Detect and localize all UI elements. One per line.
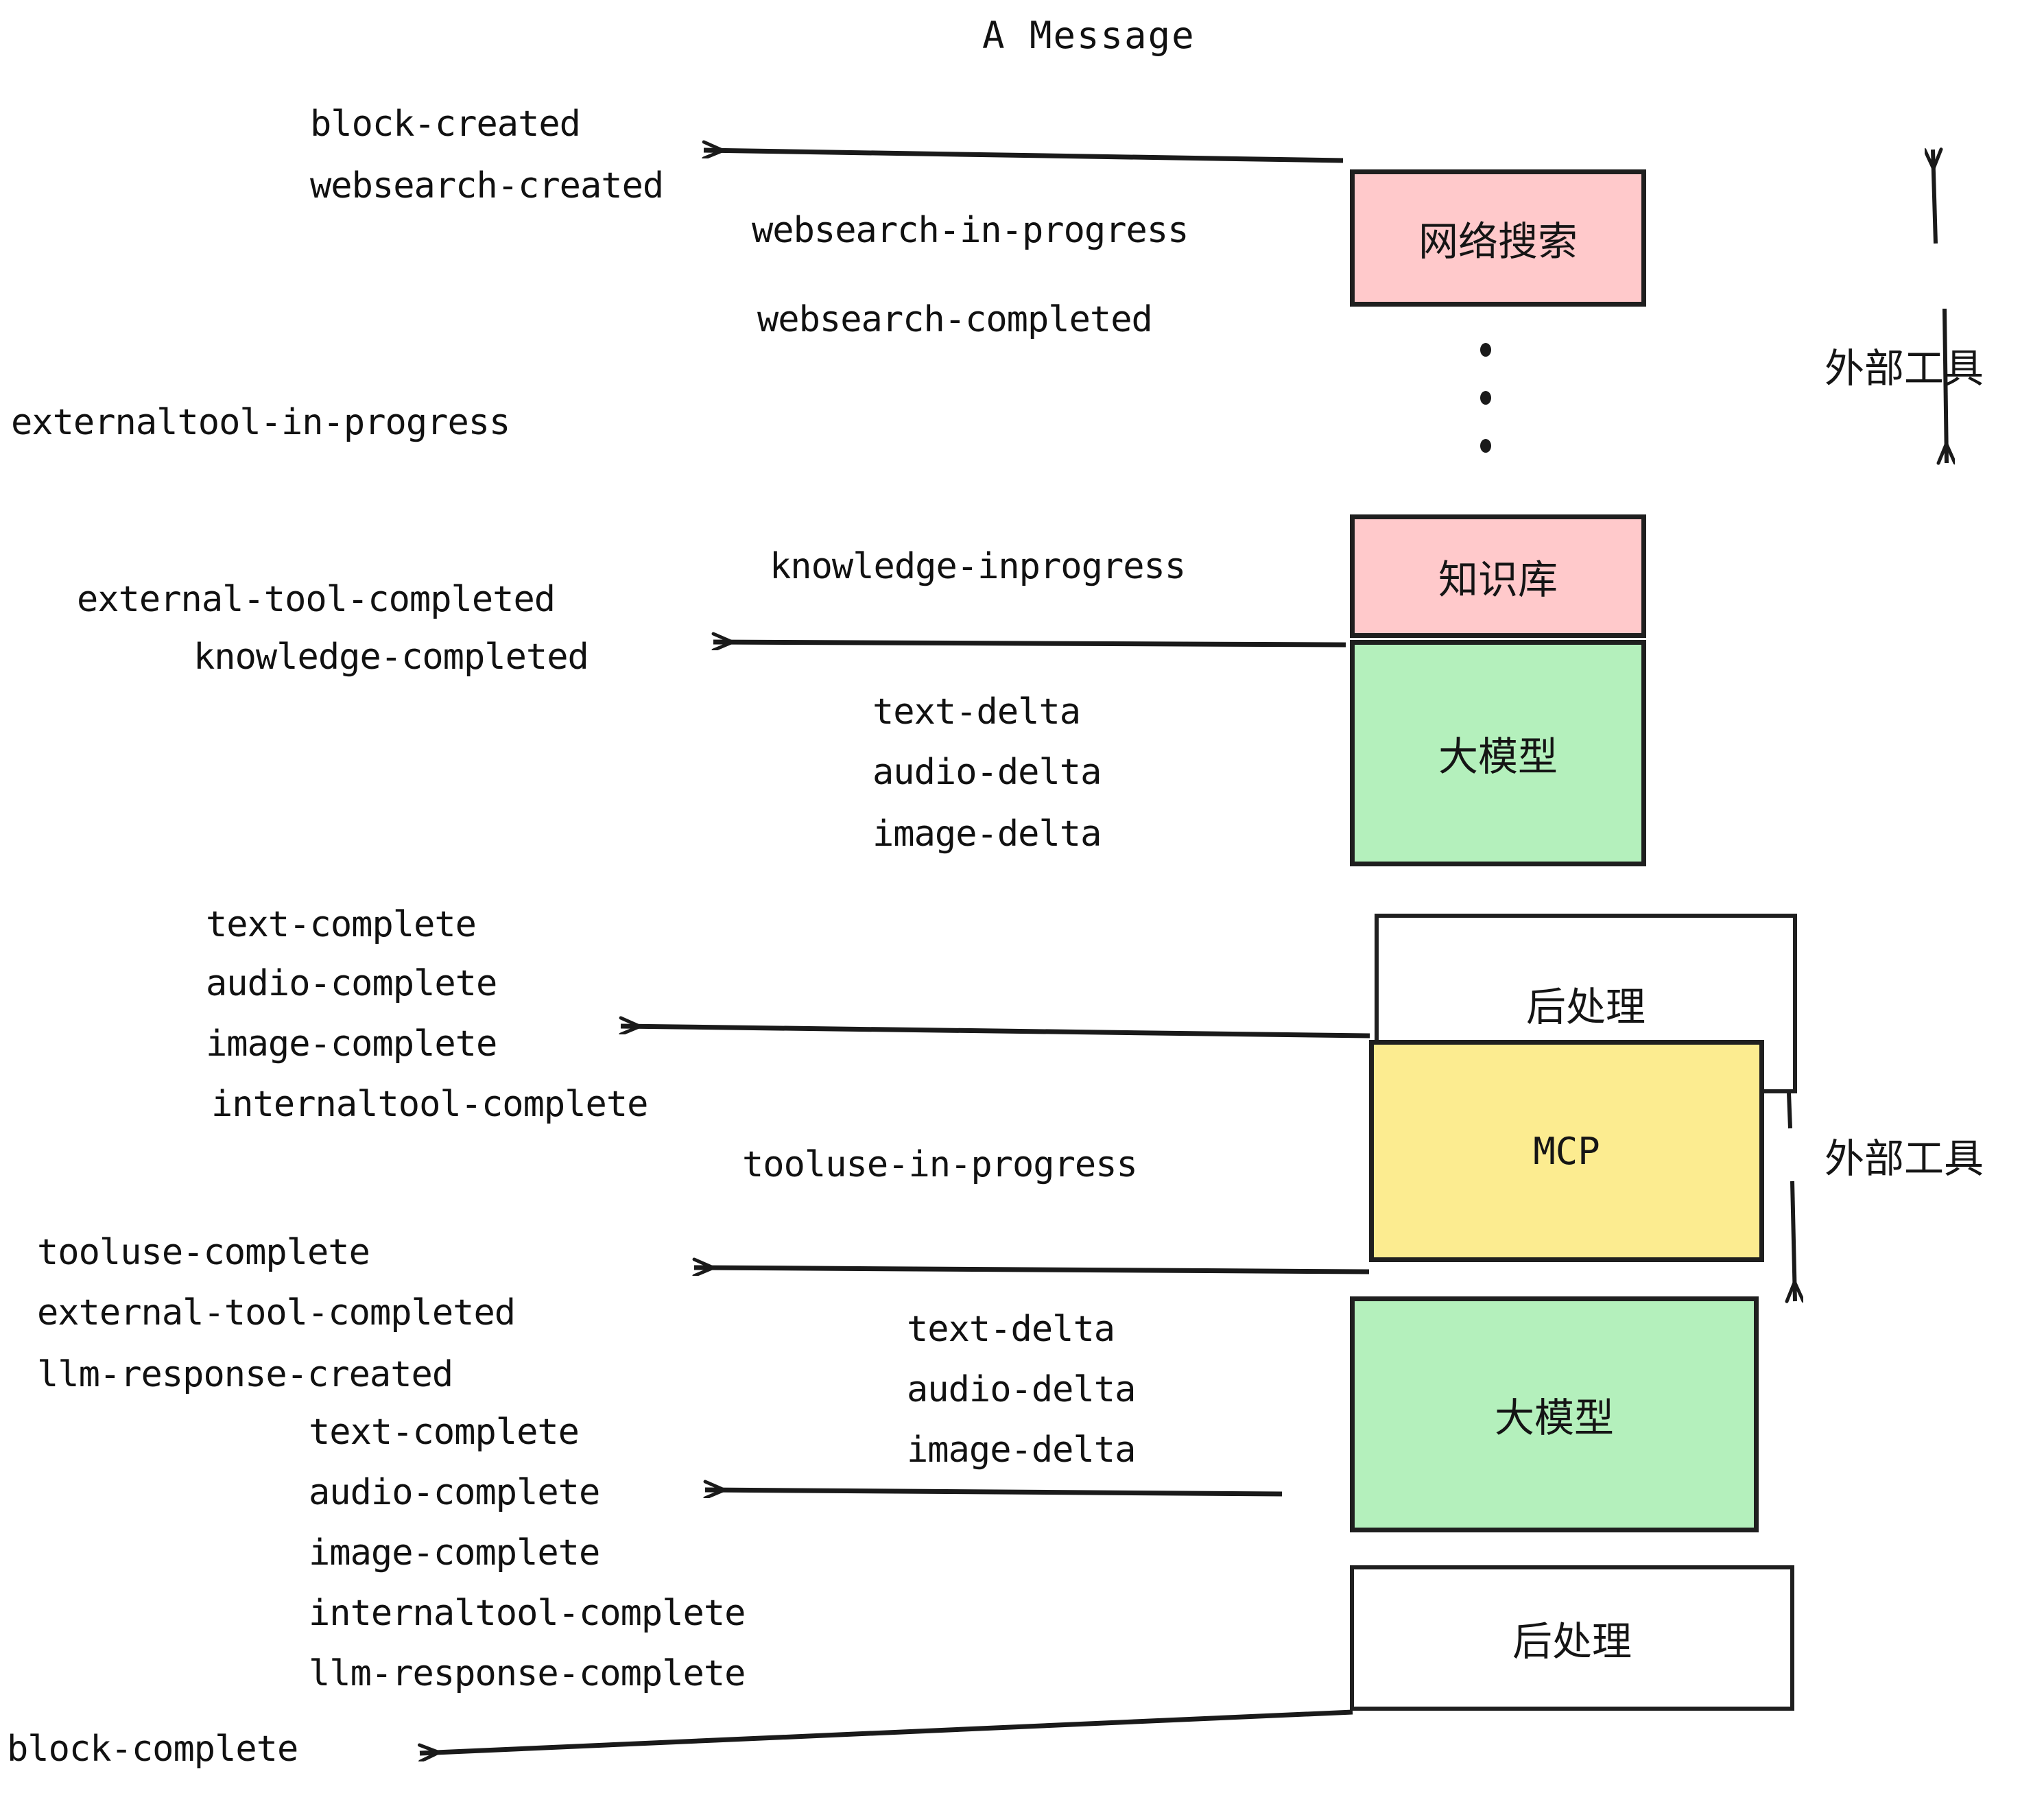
box-postprocess-1-label: 后处理 xyxy=(1525,984,1645,1030)
event-internaltool-complete-2: internaltool-complete xyxy=(309,1593,746,1634)
arrow-websearch-created xyxy=(704,150,1344,163)
event-audio-complete-2: audio-complete xyxy=(309,1472,600,1513)
event-audio-delta-1: audio-delta xyxy=(872,752,1102,793)
arrow-external-tool-bottom-down xyxy=(1792,1180,1795,1301)
box-websearch-label: 网络搜索 xyxy=(1418,218,1578,265)
event-external-tool-completed-2: external-tool-completed xyxy=(37,1292,516,1333)
event-audio-complete-1: audio-complete xyxy=(206,963,497,1004)
event-image-delta-2: image-delta xyxy=(907,1429,1136,1471)
box-postprocess-2-label: 后处理 xyxy=(1512,1618,1632,1665)
box-llm-2[interactable]: 大模型 xyxy=(1350,1296,1759,1532)
event-image-complete-1: image-complete xyxy=(206,1023,497,1065)
event-text-complete-2: text-complete xyxy=(309,1412,580,1453)
box-postprocess-2[interactable]: 后处理 xyxy=(1350,1565,1794,1711)
box-llm-1[interactable]: 大模型 xyxy=(1350,640,1646,866)
event-tooluse-complete: tooluse-complete xyxy=(37,1232,370,1273)
event-image-complete-2: image-complete xyxy=(309,1532,600,1574)
event-block-created: block-created xyxy=(310,104,581,145)
box-mcp[interactable]: MCP xyxy=(1369,1040,1764,1262)
event-knowledge-inprogress: knowledge-inprogress xyxy=(770,546,1186,587)
event-image-delta-1: image-delta xyxy=(872,814,1102,855)
arrow-external-tool-top-up xyxy=(1933,150,1936,244)
box-llm-2-label: 大模型 xyxy=(1494,1394,1614,1441)
arrow-block-complete xyxy=(420,1709,1353,1753)
arrow-tooluse-complete xyxy=(694,1268,1370,1272)
event-external-tool-completed-1: external-tool-completed xyxy=(77,579,556,620)
event-websearch-created: websearch-created xyxy=(310,165,664,206)
ellipsis-dot xyxy=(1480,391,1491,405)
page-title: A Message xyxy=(982,14,1196,57)
external-tool-label-top: 外部工具 xyxy=(1825,345,1984,392)
arrow-knowledge-completed xyxy=(713,642,1346,645)
box-knowledge[interactable]: 知识库 xyxy=(1350,514,1646,638)
event-text-delta-2: text-delta xyxy=(907,1309,1115,1350)
event-tooluse-in-progress: tooluse-in-progress xyxy=(742,1144,1138,1185)
event-knowledge-completed: knowledge-completed xyxy=(193,637,589,678)
vertical-ellipsis xyxy=(1479,343,1493,453)
event-text-delta-1: text-delta xyxy=(872,691,1081,733)
event-llm-response-complete: llm-response-complete xyxy=(309,1653,746,1694)
arrow-external-tool-top-down xyxy=(1945,308,1947,463)
ellipsis-dot xyxy=(1480,439,1491,453)
box-mcp-label: MCP xyxy=(1533,1129,1600,1173)
arrow-audio-complete xyxy=(705,1490,1283,1494)
event-llm-response-created: llm-response-created xyxy=(37,1354,453,1395)
box-knowledge-label: 知识库 xyxy=(1438,556,1558,603)
event-text-complete-1: text-complete xyxy=(206,904,477,945)
event-audio-delta-2: audio-delta xyxy=(907,1369,1136,1410)
event-block-complete: block-complete xyxy=(7,1729,298,1770)
ellipsis-dot xyxy=(1480,343,1491,357)
arrow-image-complete xyxy=(621,1026,1370,1039)
event-externaltool-in-progress: externaltool-in-progress xyxy=(11,402,510,443)
box-llm-1-label: 大模型 xyxy=(1438,733,1558,780)
event-websearch-in-progress: websearch-in-progress xyxy=(752,210,1189,251)
event-websearch-completed: websearch-completed xyxy=(757,299,1153,340)
event-internaltool-complete-1: internaltool-complete xyxy=(211,1084,648,1125)
external-tool-label-bottom: 外部工具 xyxy=(1825,1135,1984,1182)
box-websearch[interactable]: 网络搜索 xyxy=(1350,169,1646,307)
